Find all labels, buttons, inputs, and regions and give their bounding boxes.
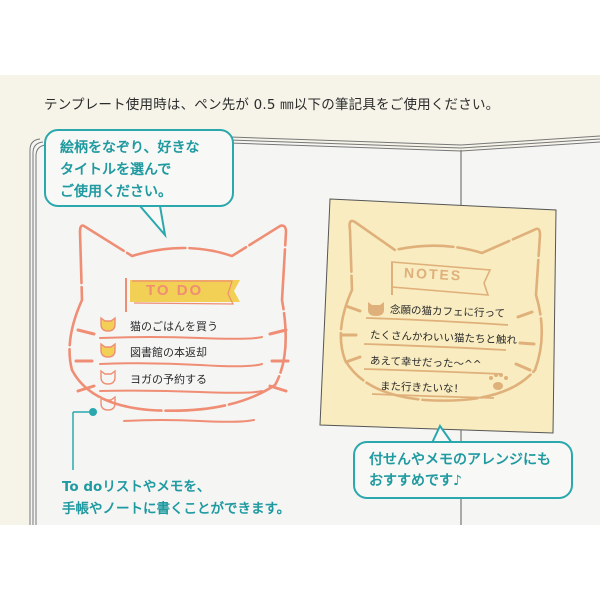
todo-item-1[interactable]: 猫のごはんを買う — [130, 320, 218, 333]
bubble-line: タイトルを選んで — [60, 162, 172, 178]
todo-item-2[interactable]: 図書館の本返却 — [130, 346, 207, 359]
todo-title: TO DO — [146, 282, 204, 299]
usage-instruction: テンプレート使用時は、ペン先が 0.5 ㎜以下の筆記具をご使用ください。 — [44, 97, 500, 113]
notes-line-4: また行きたいな！ — [379, 380, 465, 396]
todo-item-3[interactable]: ヨガの予約する — [130, 373, 207, 386]
bubble-line: 付せんやメモのアレンジにも — [369, 452, 551, 468]
trace-instruction-bubble: 絵柄をなぞり、好きな タイトルを選んで ご使用ください。 — [44, 129, 234, 207]
bubble-line: 絵柄をなぞり、好きな — [60, 140, 200, 156]
todo-cat-outline — [68, 224, 288, 412]
paw-print-icon — [489, 373, 508, 390]
bubble-line: ご使用ください。 — [60, 184, 172, 200]
bubble-line: おすすめです♪ — [369, 473, 462, 489]
caption-line: To doリストやメモを、 — [62, 479, 211, 495]
todo-banner — [125, 278, 240, 312]
todo-checkbox-icons — [100, 316, 116, 411]
todo-caption: To doリストやメモを、 手帳やノートに書くことができます。 — [62, 476, 290, 520]
notes-title: NOTES — [403, 264, 463, 284]
notes-cat-icon — [368, 302, 384, 316]
sticky-recommend-bubble: 付せんやメモのアレンジにも おすすめです♪ — [353, 441, 573, 499]
caption-line: 手帳やノートに書くことができます。 — [62, 501, 291, 517]
